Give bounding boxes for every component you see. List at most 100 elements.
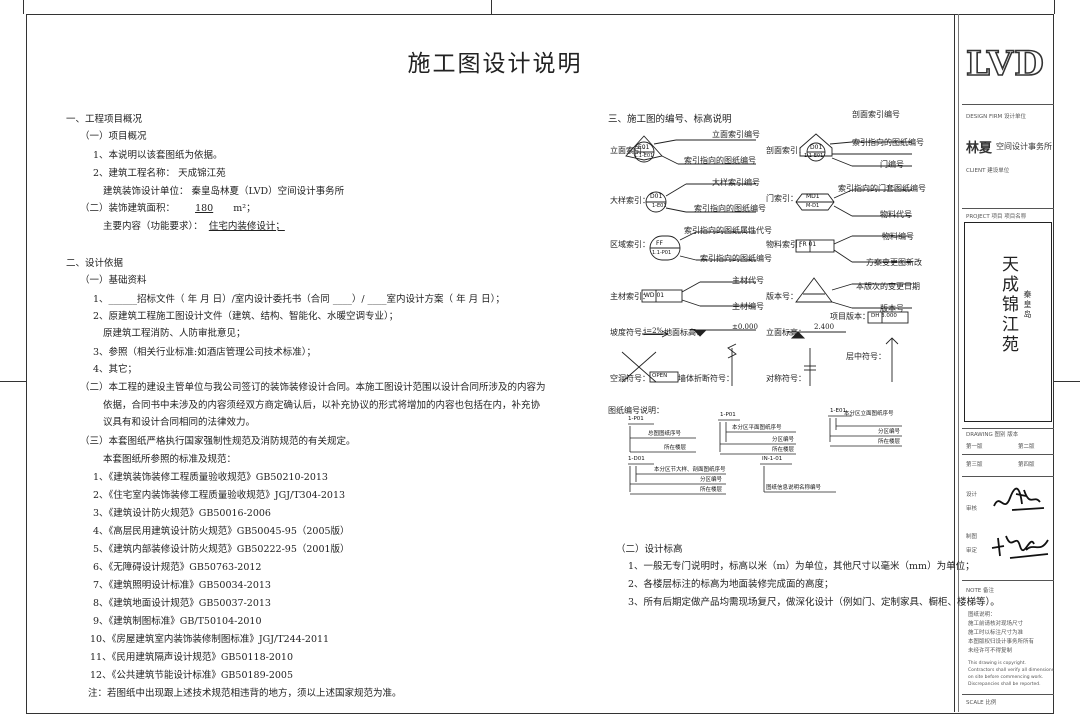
dn-a-2: 所在楼层 [664, 445, 687, 451]
text-line: 本套图纸所参照的标准及规范： [103, 454, 237, 465]
main-code: WD 01 [644, 292, 665, 299]
drawing-number-diagram [628, 415, 902, 495]
project-city: 秦皇岛 [1023, 290, 1032, 320]
text-line: 4、其它； [93, 364, 138, 375]
dn-d-2: 分区编号 [700, 477, 723, 483]
section-bottom-note: 门编号 [880, 160, 904, 169]
text-line: 原建筑工程消防、人防审批意见； [103, 328, 246, 339]
label-slope: 坡度符号： [610, 328, 650, 337]
label-ceiling-level: 立面标高： [766, 328, 806, 337]
dn-a-1: 总图图纸序号 [648, 431, 682, 437]
standard-item: 7、《建筑照明设计标准》GB50034-2013 [93, 580, 271, 591]
door-bottom-note: 物料代号 [880, 210, 912, 219]
detail-bottom-note: 索引指向的图纸编号 [694, 204, 766, 213]
label-door-index: 门索引： [766, 194, 798, 203]
area-code: FF [656, 240, 663, 247]
dn-d-1: 本分区节大样、剖面图纸序号 [654, 467, 726, 473]
tb-rule [962, 694, 1054, 695]
tb-note-line: 未经许可不得复制 [968, 648, 1013, 654]
tb-note-en: This drawing is copyright. [968, 661, 1026, 666]
tb-stage-label: DRAWING 图别 版本 [966, 432, 1019, 438]
title-block-divider [954, 14, 955, 712]
dn-a-code: 1-P01 [628, 416, 644, 422]
standard-item: 8、《建筑地面设计规范》GB50037-2013 [93, 598, 271, 609]
standard-item: 4、《高层民用建筑设计防火规范》GB50045-95（2005版） [93, 526, 350, 537]
drawing-no-label: 图纸编号说明： [608, 406, 664, 415]
tb-row-a: 第三版 [966, 462, 983, 468]
tb-note-line: 本图版权归设计事务所所有 [968, 639, 1035, 645]
dn-c-code: 1-E01 [830, 408, 846, 414]
label-area-index: 区域索引： [610, 240, 650, 249]
standard-item: 9、《建筑制图标准》GB/T50104-2010 [93, 616, 262, 627]
text-line: （二）本工程的建设主管单位与我公司签订的装饰装修设计合同。本施工图设计范围以设计… [80, 382, 546, 393]
tb-rule [962, 476, 1054, 477]
label-main-material: 主材索引： [610, 292, 650, 301]
label-detail-index: 大样索引： [610, 196, 650, 205]
label-void: 空洞符号： [610, 374, 650, 383]
tb-rule [962, 208, 1054, 209]
area-sheet: 1.1-P01 [652, 250, 672, 256]
revision-top-note: 本版次的变更日期 [856, 282, 920, 291]
material-bottom-note: 方案变更图新改 [866, 258, 922, 267]
dn-b-code: 1-P01 [720, 412, 736, 418]
label-symmetry: 对称符号： [766, 374, 806, 383]
standard-item: 2、《住宅室内装饰装修工程质量验收规范》JGJ/T304-2013 [93, 490, 346, 501]
sec-sheet: 1.1-E01 [804, 153, 824, 159]
area-field: （二）装饰建筑面积： 180 m²； [80, 203, 256, 215]
text-line: 2、原建筑工程施工图设计文件（建筑、结构、智能化、水暖空调专业）； [93, 311, 399, 322]
tb-project-label: PROJECT 项目 项目名称 [966, 214, 1027, 220]
section-mid-note: 索引指向的图纸编号 [852, 138, 924, 147]
text-line: 依据，合同书中未涉及的内容须经双方商定确认后，以补充协议的形式将增加的内容也包括… [103, 400, 541, 411]
sec-code: D01 [810, 144, 823, 151]
center-mark-top [491, 0, 492, 14]
tb-check-label: 审核 [966, 506, 978, 512]
text-line: 1、一般无专门说明时，标高以米（m）为单位，其他尺寸以毫米（mm）为单位； [628, 561, 975, 572]
standard-item: 12、《公共建筑节能设计标准》GB50189-2005 [90, 670, 294, 681]
tb-note-en: Discrepancies shall be reported. [968, 682, 1041, 687]
text-line: 3、所有后期定做产品均需现场复尺，做深化设计（例如门、定制家具、橱柜、楼梯等）。 [628, 597, 1000, 608]
text-line: 1、______招标文件（ 年 月 日）/室内设计委托书（合同 ____）/ _… [93, 294, 505, 305]
text-line: 3、参照（相关行业标准:如酒店管理公司技术标准）； [93, 347, 316, 358]
text-line: 2、各楼层标注的标高为地面装修完成面的高度； [628, 579, 834, 590]
void-label: OPEN [652, 373, 668, 379]
content-value: 住宅内装修设计； [208, 221, 285, 232]
ceiling-level-value: 2.400 [814, 323, 835, 331]
det-code: D01 [650, 193, 663, 200]
area-top-note: 索引指向的图纸属性代号 [684, 226, 772, 235]
label-ceiling-marker: 层中符号： [846, 352, 886, 361]
sub-heading: （一）基础资料 [80, 275, 147, 286]
floor-level-value: ±0.000 [732, 323, 758, 331]
dn-b-1: 本分区平面图纸序号 [732, 425, 782, 431]
tb-notes-label: NOTE 备注 [966, 588, 995, 594]
tb-rule [962, 104, 1054, 105]
slope-value: i=2% [644, 327, 664, 335]
tb-rule [962, 580, 1054, 581]
section-heading: 三、施工图的编号、标高说明 [608, 114, 732, 125]
revision-bottom-note: 版本号 [880, 304, 904, 313]
content-label: 主要内容（功能要求）： [103, 221, 203, 232]
dn-b-2: 分区编号 [772, 437, 795, 443]
area-value: 180 [195, 203, 214, 214]
signature-1 [993, 487, 1045, 511]
sub-heading: （一）项目概况 [80, 131, 147, 142]
text-line: 2、建筑工程名称： 天成锦江苑 [93, 168, 226, 179]
mat-code: FR 01 [799, 241, 817, 248]
corner-mark [1054, 0, 1055, 14]
standard-item: 1、《建筑装饰装修工程质量验收规范》GB50210-2013 [93, 472, 328, 483]
firm-mark: 林夏 [966, 141, 993, 156]
center-mark-right [1054, 381, 1080, 382]
firm-name: 空间设计事务所 [996, 142, 1052, 151]
standard-item: 6、《无障碍设计规范》GB50763-2012 [93, 562, 262, 573]
dn-d-code: 1-D01 [628, 456, 645, 462]
index-symbol-legend [621, 133, 912, 386]
tb-stage-b: 第二版 [1018, 444, 1035, 450]
tb-client-label: CLIENT 建设单位 [966, 168, 1010, 174]
standard-item: 11、《民用建筑隔声设计规范》GB50118-2010 [90, 652, 294, 663]
tb-note-en: Contractors shall verify all dimensions [968, 668, 1055, 673]
tb-note-line: 施工前请核对现场尺寸 [968, 621, 1024, 627]
tb-rule [962, 428, 1054, 429]
area-label: （二）装饰建筑面积： [80, 203, 176, 214]
dn-c-1: 本分区立面图纸序号 [844, 411, 894, 417]
standard-item: 10、《房屋建筑室内装饰装修制图标准》JGJ/T244-2011 [90, 634, 330, 645]
dn-c-2: 分区编号 [878, 429, 901, 435]
